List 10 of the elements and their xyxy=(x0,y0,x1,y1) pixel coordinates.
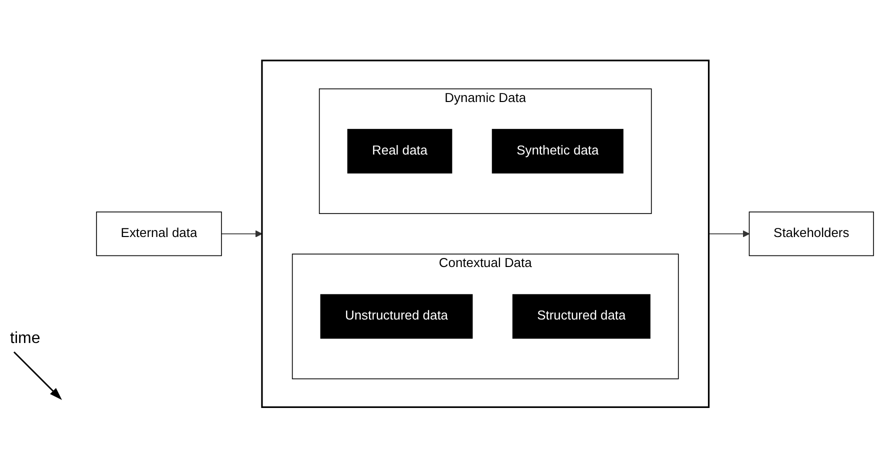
node-box: Real data xyxy=(347,129,452,174)
node-box: Stakeholders xyxy=(748,212,874,256)
axis-label: time xyxy=(10,330,40,347)
node-box: Synthetic data xyxy=(492,129,624,174)
arrow xyxy=(708,230,750,238)
node-box: Unstructured data xyxy=(320,294,473,339)
arrow xyxy=(221,230,262,238)
node-box: External data xyxy=(96,212,222,256)
node-box: Structured data xyxy=(512,294,650,339)
cluster xyxy=(261,60,710,408)
